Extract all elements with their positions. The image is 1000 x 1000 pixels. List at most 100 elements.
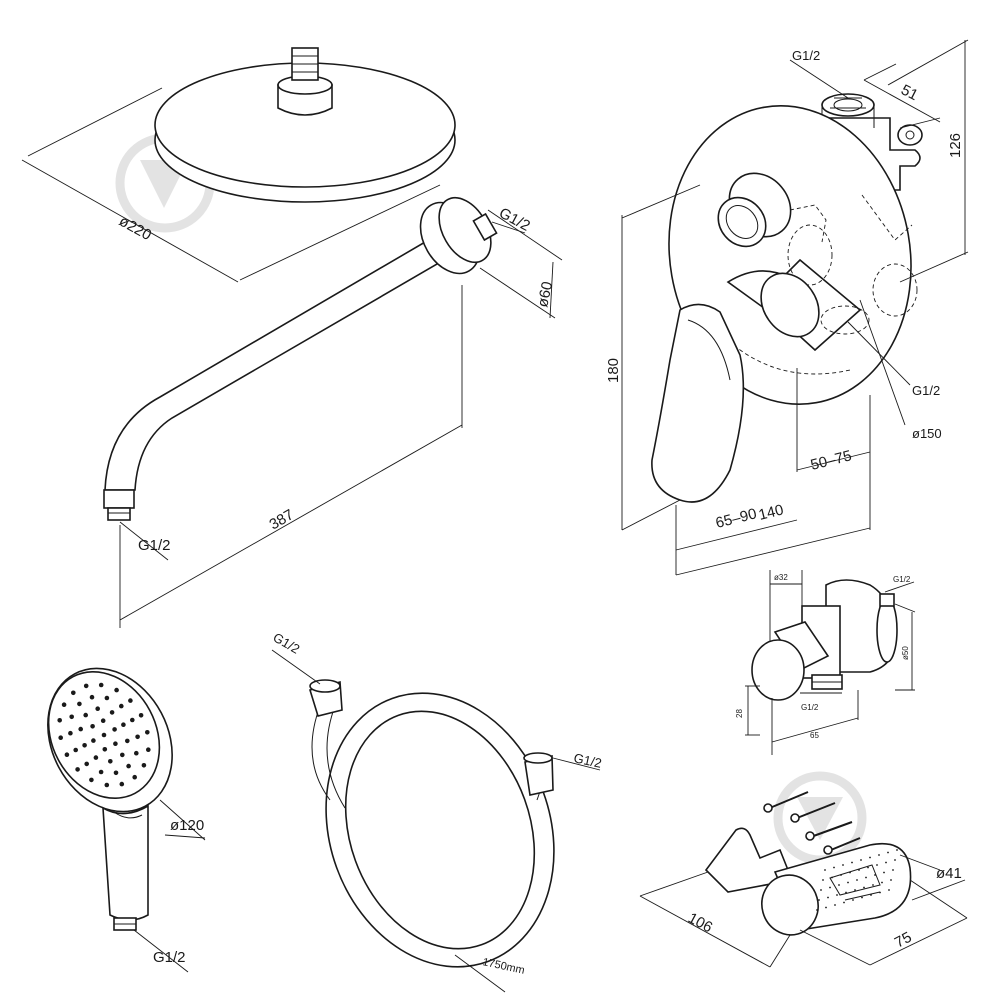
shower-hose xyxy=(308,679,555,968)
nozzle xyxy=(100,718,106,723)
nozzle xyxy=(128,698,133,703)
grip-dot xyxy=(896,849,898,851)
grip-dot xyxy=(876,864,878,866)
grip-dot xyxy=(842,864,844,866)
outlet-thread-in-label: G1/2 xyxy=(801,703,819,712)
outlet-depth-label: 65 xyxy=(810,731,819,740)
grip-dot xyxy=(872,884,874,886)
nozzle xyxy=(98,769,104,775)
grip-dot xyxy=(863,886,865,889)
grip-dot xyxy=(847,881,849,884)
rain-shower-head xyxy=(154,47,456,203)
mixer-box-width-label: 51 xyxy=(898,81,921,104)
grip-dot xyxy=(838,884,840,886)
nozzle xyxy=(89,777,94,783)
nozzle xyxy=(83,712,88,718)
hand-shower xyxy=(47,667,173,931)
grip-dot xyxy=(890,879,892,881)
nozzle xyxy=(91,738,96,743)
nozzle xyxy=(135,734,140,740)
nozzle xyxy=(75,767,80,772)
grip-dot xyxy=(827,896,829,899)
nozzle xyxy=(130,717,135,723)
nozzle xyxy=(109,710,115,715)
arm-flange-diameter-label: ø60 xyxy=(534,280,556,309)
nozzle xyxy=(64,752,70,757)
nozzle xyxy=(84,761,89,767)
nozzle xyxy=(132,774,137,780)
nozzle xyxy=(121,722,126,727)
nozzle xyxy=(61,702,67,707)
nozzle xyxy=(113,770,119,776)
nozzle xyxy=(71,690,76,696)
nozzle xyxy=(104,782,110,788)
arm-thread-bottom-label: G1/2 xyxy=(138,537,171,554)
shower-arm-dimensions: G1/2 ø60 387 G1/2 xyxy=(119,205,563,628)
mixer-box-height-label: 126 xyxy=(947,133,964,158)
mixer-outlet-thread-label: G1/2 xyxy=(912,383,940,398)
nozzle xyxy=(73,747,78,753)
nozzle xyxy=(82,743,87,748)
grip-dot xyxy=(818,899,820,901)
wall-outlet-dimensions: ø32 G1/2 ø50 G1/2 28 65 xyxy=(735,570,916,755)
grip-dot xyxy=(822,879,824,881)
nozzle xyxy=(125,738,130,744)
nozzle xyxy=(108,759,113,764)
nozzle xyxy=(119,781,125,787)
grip-dot xyxy=(851,861,853,864)
hand-shower-dimensions: ø120 G1/2 xyxy=(133,799,206,973)
grip-dot xyxy=(856,879,858,881)
nozzle xyxy=(78,726,83,732)
nozzle xyxy=(104,695,110,701)
nozzle xyxy=(138,713,144,718)
grip-dot xyxy=(825,906,827,909)
grip-dot xyxy=(824,869,826,871)
nozzle xyxy=(58,735,63,740)
nozzle xyxy=(141,763,147,768)
nozzle xyxy=(120,752,125,758)
nozzle xyxy=(77,701,82,707)
mixer-plate-diameter-label: ø150 xyxy=(912,426,942,441)
grip-dot xyxy=(852,899,854,901)
nozzle xyxy=(98,682,104,688)
grip-dot xyxy=(861,896,863,899)
nozzle xyxy=(95,706,100,711)
arm-length-label: 387 xyxy=(267,506,297,533)
nozzle xyxy=(90,724,95,729)
grip-dot xyxy=(860,859,862,861)
grip-dot xyxy=(843,901,845,904)
grip-dot xyxy=(820,889,822,891)
nozzle xyxy=(145,730,150,735)
wall-holder xyxy=(704,791,912,936)
nozzle xyxy=(112,727,117,732)
grip-dot xyxy=(829,886,831,889)
grip-dot xyxy=(885,861,887,864)
holder-width-label: 75 xyxy=(892,929,915,952)
nozzle xyxy=(126,763,131,769)
grip-dot xyxy=(854,889,856,891)
screw-icon xyxy=(763,791,861,855)
grip-dot xyxy=(816,909,818,911)
grip-dot xyxy=(867,866,869,869)
nozzle xyxy=(134,750,139,756)
grip-dot xyxy=(865,876,867,879)
outlet-flange-diameter-label: ø50 xyxy=(901,646,910,660)
grip-dot xyxy=(892,869,894,871)
hose-thread-end-label: G1/2 xyxy=(572,750,603,771)
hand-shower-diameter-label: ø120 xyxy=(170,817,204,834)
grip-dot xyxy=(833,866,835,869)
mixer-inlet-thread-label: G1/2 xyxy=(792,48,820,63)
mixer-height-label: 180 xyxy=(605,358,622,383)
mixer-handle-reach-label: 65–90 xyxy=(714,505,759,532)
grip-dot xyxy=(881,881,883,884)
nozzle xyxy=(113,741,118,746)
holder-length-label: 106 xyxy=(685,910,715,937)
nozzle xyxy=(102,747,108,752)
nozzle xyxy=(83,683,89,689)
grip-dot xyxy=(894,859,896,861)
grip-dot xyxy=(878,854,880,856)
nozzle xyxy=(89,694,95,700)
nozzle xyxy=(57,718,62,723)
